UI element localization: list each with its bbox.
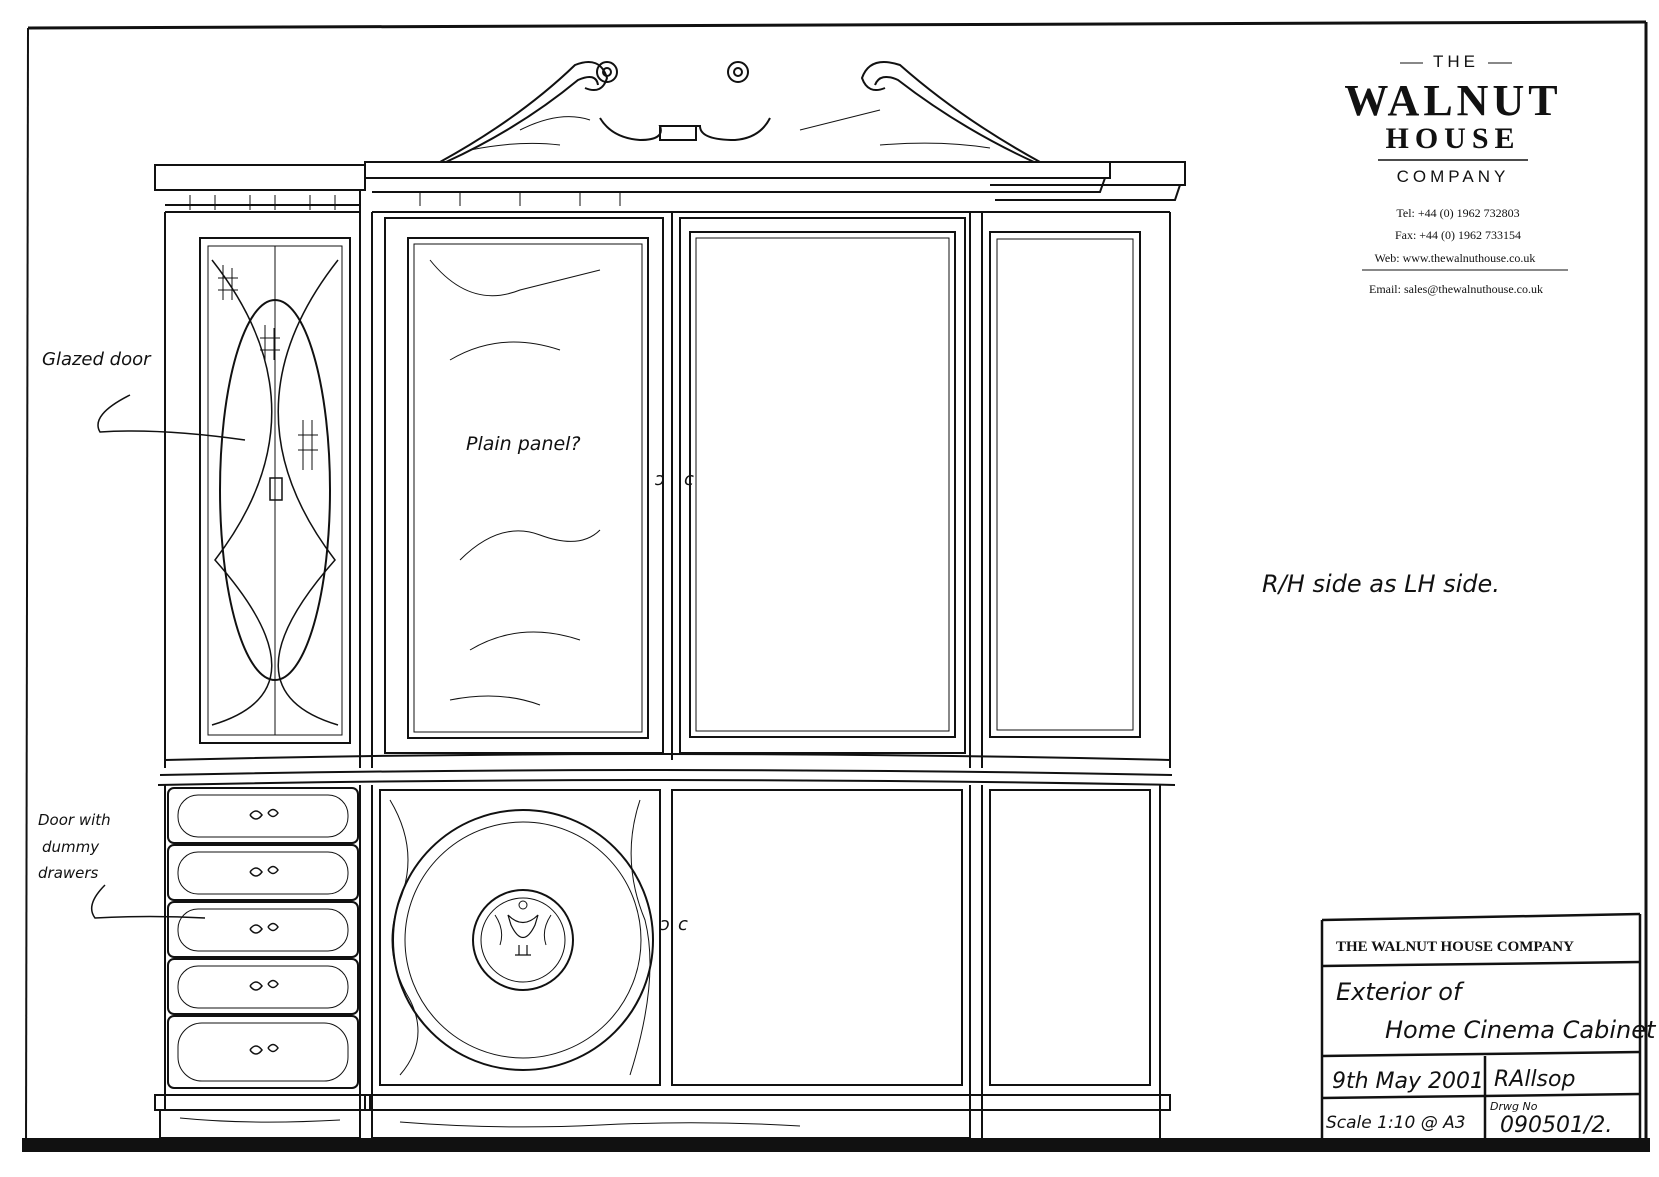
- title-company-name: THE WALNUT HOUSE COMPANY: [1336, 939, 1574, 955]
- side-panel-right: [989, 231, 1141, 738]
- drawing-date: 9th May 2001: [1332, 1069, 1484, 1094]
- plain-panel-door-left: ↄ: [384, 217, 665, 754]
- glazed-door-left: [199, 237, 351, 744]
- title-block-text: THE WALNUT HOUSE COMPANY Exterior of Hom…: [1326, 939, 1657, 1138]
- dummy-label: dummy: [42, 838, 100, 856]
- annotations: Glazed door Plain panel? R/H side as LH …: [38, 349, 1500, 882]
- contact-fax: Fax: +44 (0) 1962 733154: [1395, 228, 1521, 242]
- logo-company: COMPANY: [1397, 167, 1510, 186]
- plain-panel-label: Plain panel?: [466, 433, 581, 455]
- svg-text:ↄ: ↄ: [655, 469, 665, 490]
- contact-tel: Tel: +44 (0) 1962 732803: [1396, 206, 1519, 220]
- drawn-by-signature: RAllsop: [1494, 1067, 1575, 1092]
- svg-text:ↄ: ↄ: [660, 914, 670, 935]
- contact-web: Web: www.thewalnuthouse.co.uk: [1375, 251, 1536, 265]
- plinth: [154, 1094, 1171, 1139]
- logo-the: THE: [1433, 52, 1479, 71]
- title-block: [1320, 912, 1642, 1140]
- sheet-border: [22, 20, 1650, 1152]
- panel-door-right: c: [679, 217, 966, 754]
- drawing-scale: Scale 1:10 @ A3: [1326, 1113, 1466, 1133]
- door-with-label: Door with: [38, 811, 111, 829]
- dummy-drawers: [167, 787, 359, 1089]
- cornice: [154, 161, 1186, 213]
- annotation-leaders: [90, 394, 246, 919]
- logo-house: HOUSE: [1385, 122, 1520, 155]
- svg-text:c: c: [678, 914, 688, 935]
- drawers-label: drawers: [38, 864, 99, 882]
- swan-neck-pediment: [439, 61, 1041, 163]
- walnut-house-logo: THE WALNUT HOUSE COMPANY Tel: +44 (0) 19…: [1344, 52, 1568, 296]
- cabinet-elevation-drawing: ↄ c: [90, 61, 1186, 1139]
- upper-carcass: [157, 205, 1176, 786]
- svg-text:c: c: [684, 469, 694, 490]
- drawing-title-line1: Exterior of: [1336, 978, 1465, 1006]
- drawing-title-line2: Home Cinema Cabinet: [1385, 1016, 1657, 1044]
- logo-walnut: WALNUT: [1344, 76, 1561, 125]
- lower-carcass: ↄ c: [164, 785, 1161, 1138]
- rh-side-note: R/H side as LH side.: [1262, 570, 1500, 598]
- contact-email: Email: sales@thewalnuthouse.co.uk: [1369, 282, 1543, 296]
- drawing-number-label: Drwg No: [1490, 1100, 1538, 1113]
- drawing-number: 090501/2.: [1500, 1113, 1612, 1138]
- glazed-door-label: Glazed door: [42, 349, 152, 370]
